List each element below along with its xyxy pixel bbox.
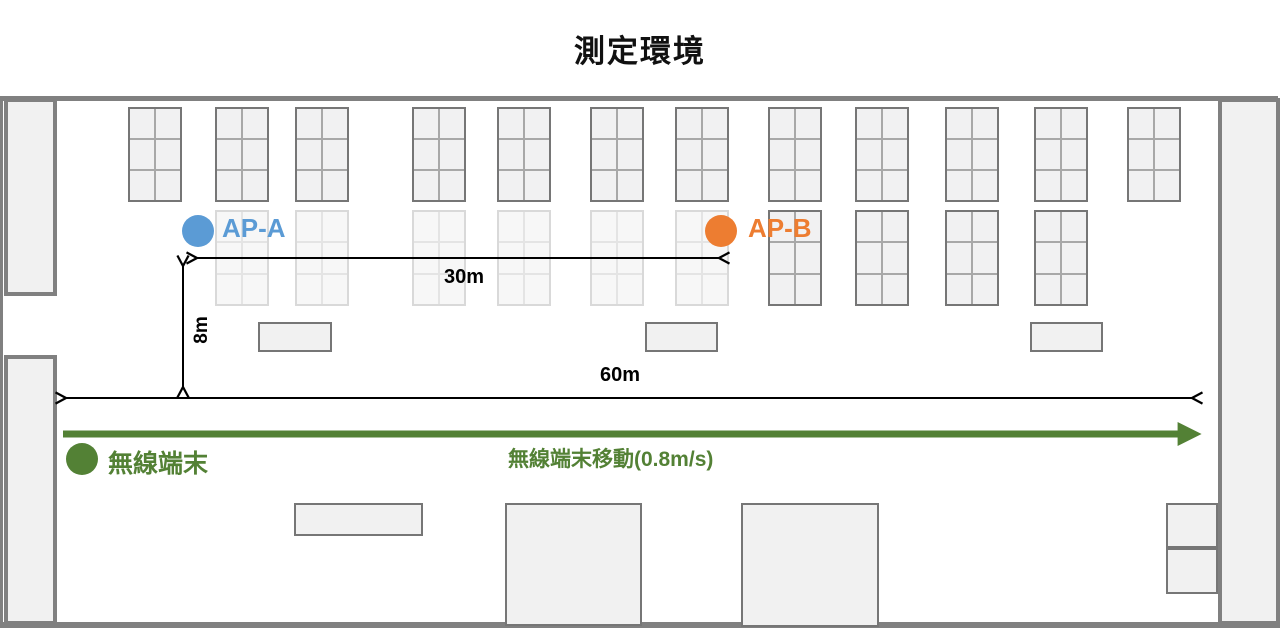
- desk-block: [945, 107, 999, 202]
- desk-block: [497, 107, 551, 202]
- cabinet: [645, 322, 718, 352]
- bottom-fixture: [505, 503, 642, 626]
- desk-block: [768, 210, 822, 306]
- desk-block: [945, 210, 999, 306]
- right-wall-fixture: [1166, 503, 1218, 548]
- wall-offset-label: 8m: [191, 316, 212, 344]
- right-wall-column: [1218, 98, 1280, 625]
- desk-block: [497, 210, 551, 306]
- desk-block: [1034, 210, 1088, 306]
- ap-a-label: AP-A: [222, 213, 286, 243]
- room-width-label: 60m: [599, 364, 641, 386]
- desk-block: [590, 107, 644, 202]
- ap-distance-label: 30m: [443, 266, 485, 288]
- desk-block: [675, 107, 729, 202]
- cabinet: [1030, 322, 1103, 352]
- desk-block: [128, 107, 182, 202]
- desk-block: [295, 210, 349, 306]
- terminal-movement-label: 無線端末移動(0.8m/s): [508, 448, 714, 471]
- bottom-fixture: [741, 503, 879, 627]
- desk-block: [855, 210, 909, 306]
- desk-block: [1034, 107, 1088, 202]
- desk-block: [412, 107, 466, 202]
- ap-b-marker: [705, 215, 737, 247]
- bottom-fixture: [294, 503, 423, 536]
- cabinet: [258, 322, 332, 352]
- right-wall-fixture: [1166, 548, 1218, 594]
- desk-block: [295, 107, 349, 202]
- wall-left: [0, 96, 3, 628]
- wall-top: [3, 96, 1278, 101]
- diagram-title: 測定環境: [574, 34, 706, 69]
- desk-block: [768, 107, 822, 202]
- desk-block: [590, 210, 644, 306]
- desk-block: [855, 107, 909, 202]
- desk-block: [215, 107, 269, 202]
- desk-block: [412, 210, 466, 306]
- terminal-marker: [66, 443, 98, 475]
- desk-block: [1127, 107, 1181, 202]
- left-wall-column-bottom: [4, 355, 57, 625]
- ap-b-label: AP-B: [748, 213, 812, 243]
- ap-a-marker: [182, 215, 214, 247]
- terminal-label: 無線端末: [108, 450, 209, 478]
- left-wall-column-top: [4, 98, 57, 296]
